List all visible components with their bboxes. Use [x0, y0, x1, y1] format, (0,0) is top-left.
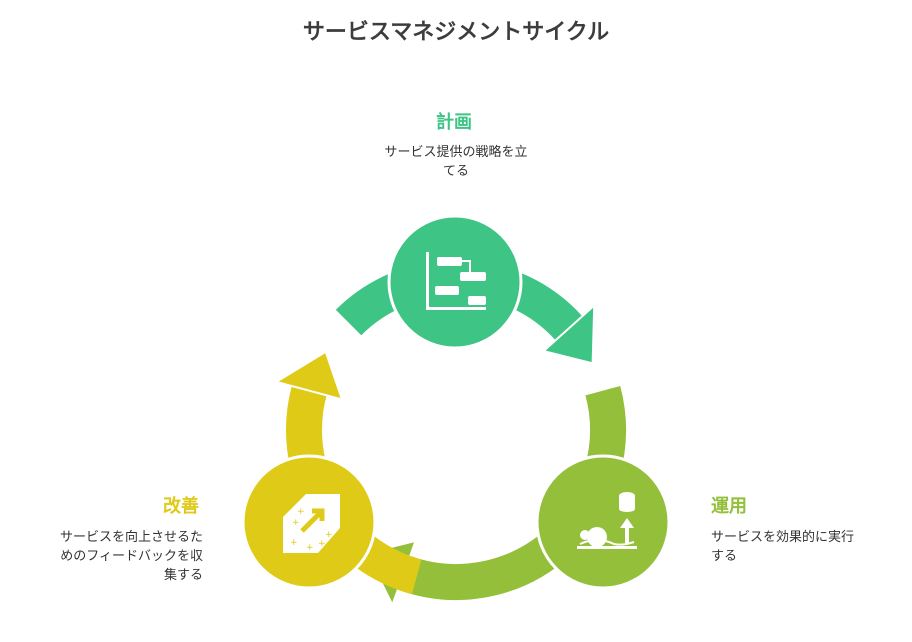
description-line: サービスを向上させるた: [59, 530, 203, 545]
stage-node-plan: [387, 214, 523, 350]
description-line: サービスを効果的に実行: [711, 530, 855, 545]
svg-text:+: +: [297, 507, 305, 517]
svg-text:+: +: [306, 543, 314, 553]
arrowhead-plan: [541, 303, 596, 365]
description-line: てる: [442, 164, 469, 179]
svg-text:+: +: [325, 530, 333, 540]
stage-node-operate: [535, 454, 671, 590]
stage-description-operate: サービスを効果的に実行 する: [711, 528, 901, 566]
description-line: 集する: [163, 568, 203, 583]
description-line: めのフィードバックを収: [60, 549, 203, 564]
gear-database-growth-icon: [577, 492, 637, 549]
stage-description-plan: サービス提供の戦略を立 てる: [356, 143, 556, 181]
description-line: する: [711, 549, 738, 564]
svg-text:+: +: [318, 539, 326, 549]
stage-label-plan: 計画: [436, 112, 472, 133]
svg-text:+: +: [292, 518, 300, 528]
stage-label-operate: 運用: [711, 496, 747, 517]
stage-label-improve: 改善: [163, 496, 199, 517]
gantt-chart-icon: [426, 252, 486, 310]
diagram-title: サービスマネジメントサイクル: [302, 20, 610, 45]
stage-description-improve: サービスを向上させるた めのフィードバックを収 集する: [20, 528, 203, 585]
description-line: サービス提供の戦略を立: [384, 145, 528, 160]
expand-arrow-icon: +++ +++: [283, 494, 340, 553]
stage-node-improve: +++ +++: [241, 454, 377, 590]
svg-text:+: +: [290, 538, 298, 548]
arrowhead-improve: [273, 350, 344, 401]
